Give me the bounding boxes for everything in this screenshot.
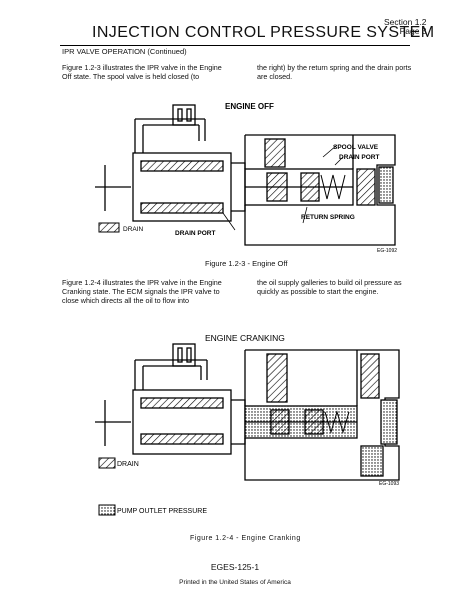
- page-title: INJECTION CONTROL PRESSURE SYSTEM: [92, 24, 435, 41]
- subheading: IPR VALVE OPERATION (Continued): [62, 47, 187, 56]
- footer-printed: Printed in the United States of America: [179, 579, 291, 586]
- drain-legend-swatch-2: [98, 457, 116, 469]
- label-return-spring: RETURN SPRING: [301, 214, 355, 221]
- label-engine-off: ENGINE OFF: [225, 102, 274, 111]
- label-engine-cranking: ENGINE CRANKING: [205, 333, 285, 343]
- page-label: Page 3: [399, 26, 427, 36]
- engine-off-valve-drawing: [95, 104, 396, 246]
- para1-right: the right) by the return spring and the …: [257, 63, 412, 82]
- para1-left: Figure 1.2-3 illustrates the IPR valve i…: [62, 63, 222, 82]
- label-drain-legend: DRAIN: [123, 226, 144, 233]
- label-drain-port-bottom: DRAIN PORT: [175, 230, 215, 237]
- drain-legend-swatch: [98, 222, 120, 233]
- label-pump-outlet-pressure: PUMP OUTLET PRESSURE: [117, 508, 207, 515]
- label-figure1-code: EG-1092: [377, 248, 397, 254]
- engine-cranking-valve-drawing: [95, 343, 400, 481]
- section-page-label: Section 1.2 Page 3: [384, 18, 427, 36]
- label-drain-legend-2: DRAIN: [117, 461, 139, 468]
- footer-code: EGES-125-1: [210, 562, 260, 572]
- figure-engine-off: ENGINE OFF SPOOL VALVE DRAIN PORT RETURN…: [95, 102, 397, 254]
- para2-left: Figure 1.2-4 illustrates the IPR valve i…: [62, 278, 222, 306]
- label-drain-port-right: DRAIN PORT: [339, 154, 379, 161]
- figure1-caption: Figure 1.2-3 - Engine Off: [205, 259, 288, 268]
- figure2-caption: Figure 1.2-4 - Engine Cranking: [190, 535, 301, 542]
- figure-engine-cranking: ENGINE CRANKING DRAIN PUMP OUTLET PRESSU…: [95, 333, 400, 516]
- label-spool-valve: SPOOL VALVE: [333, 144, 379, 151]
- section-label: Section 1.2: [384, 17, 427, 27]
- pump-outlet-legend-swatch: [98, 504, 116, 516]
- label-figure2-code: EG-1093: [379, 481, 399, 487]
- para2-right: the oil supply galleries to build oil pr…: [257, 278, 402, 297]
- header-rule: [60, 45, 410, 46]
